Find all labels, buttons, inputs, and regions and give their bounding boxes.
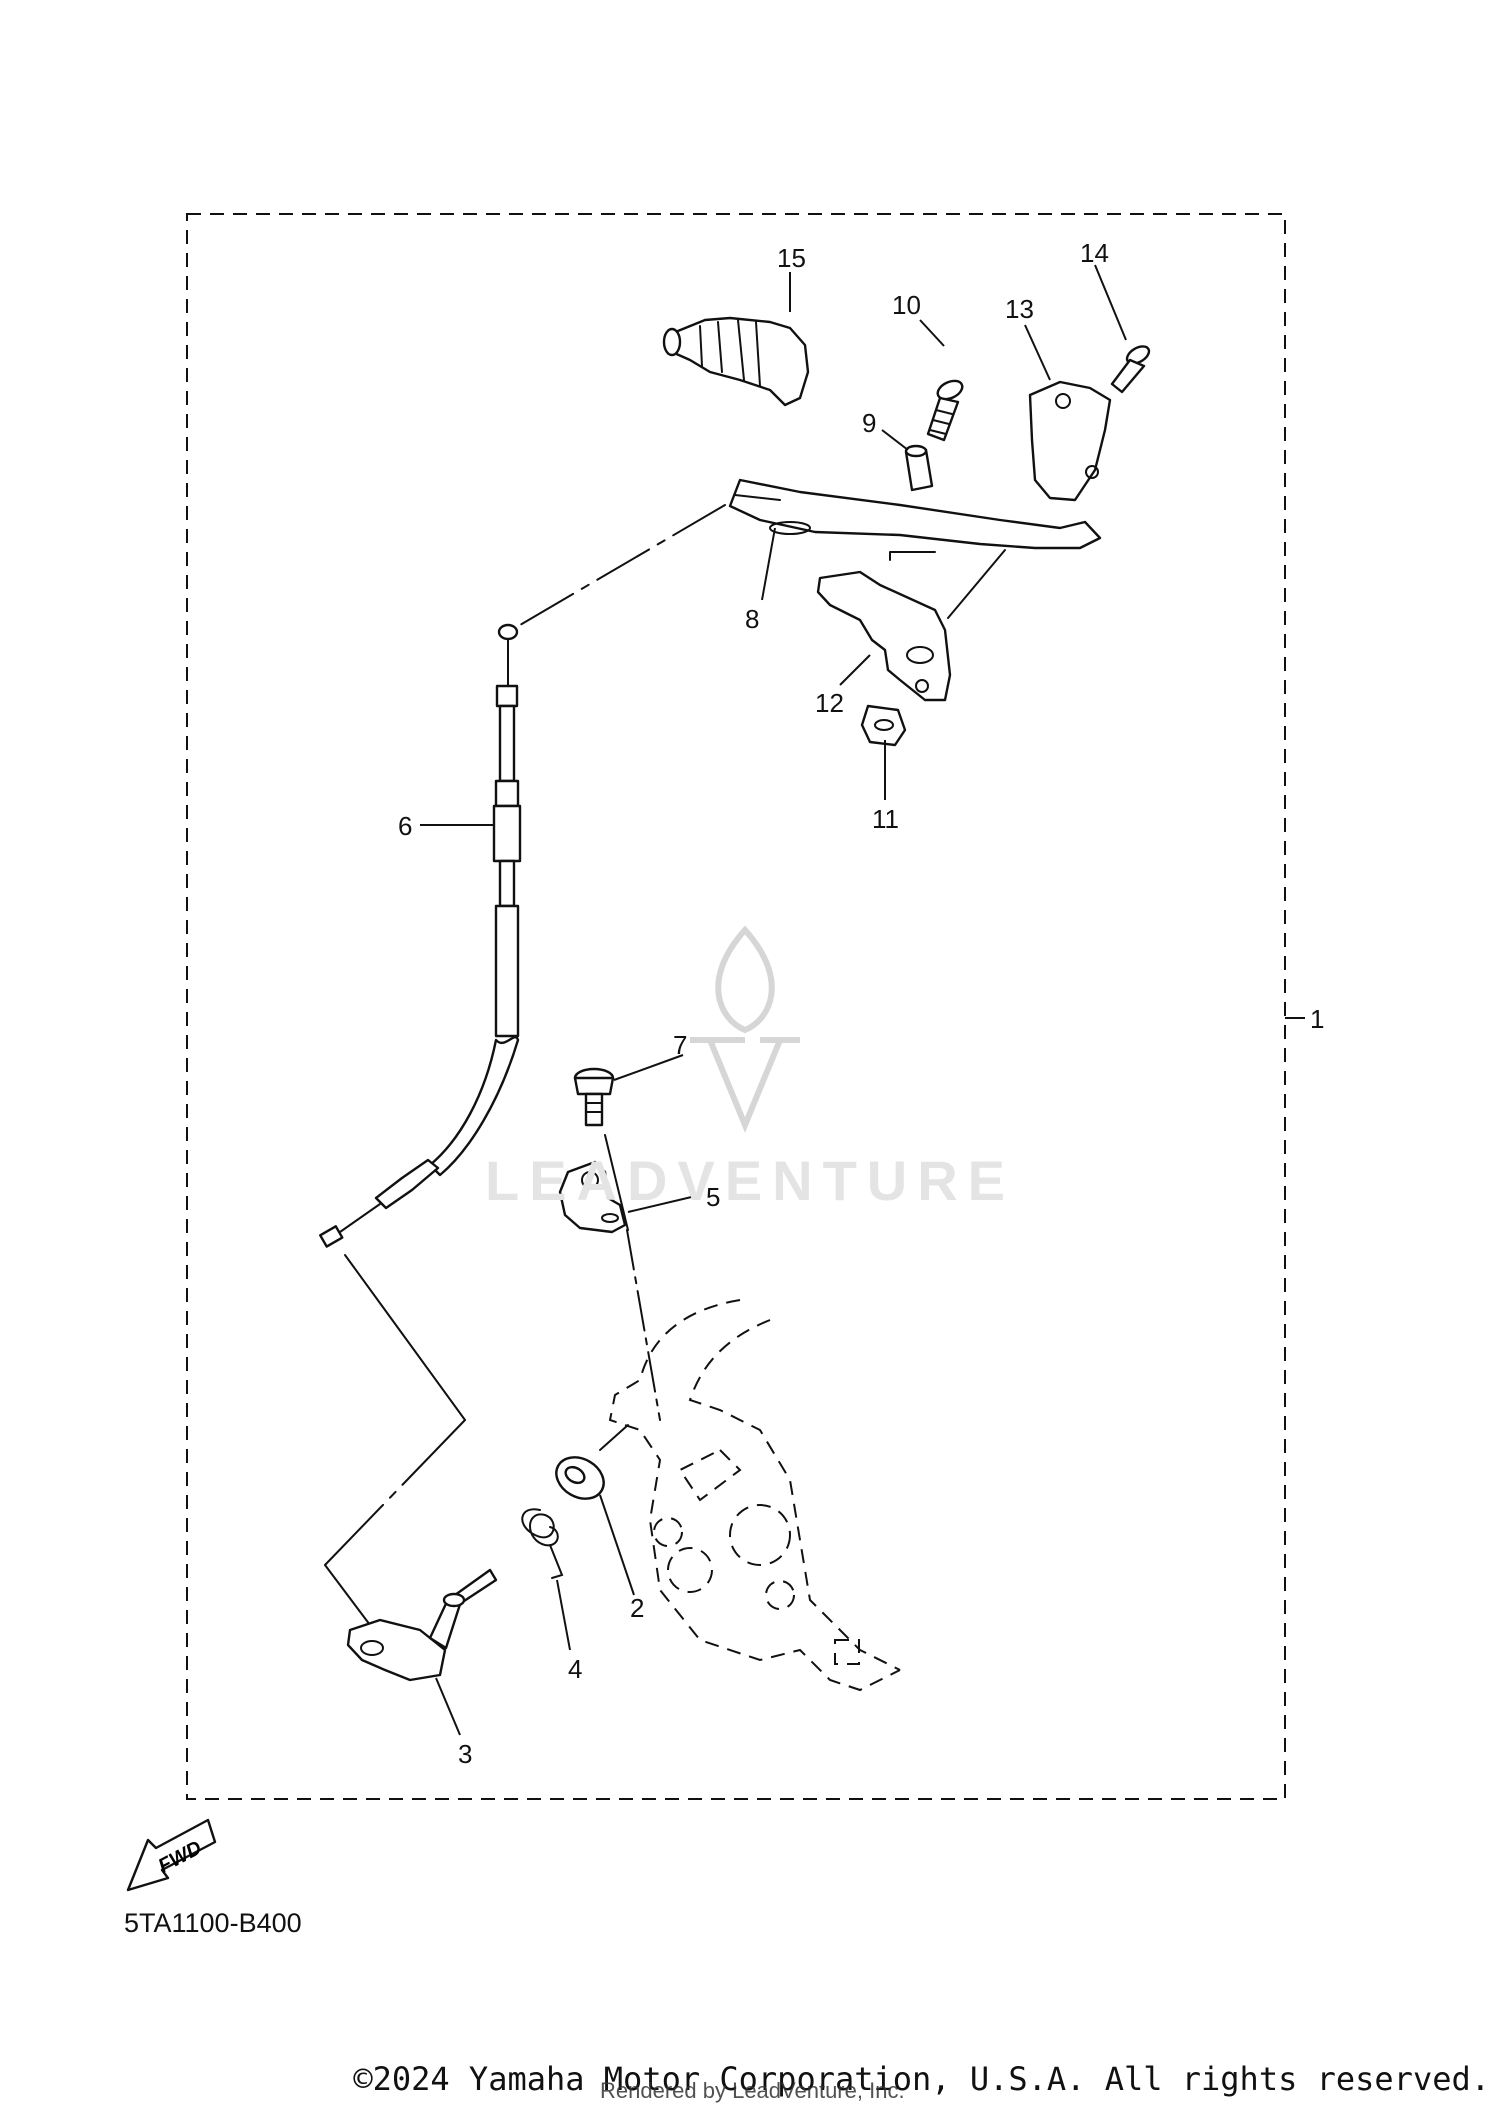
guide-bolt: [573, 1067, 615, 1127]
grip-part: [662, 316, 810, 407]
torsion-spring: [521, 1508, 564, 1579]
callout-15: 15: [777, 243, 806, 273]
callout-11: 11: [872, 804, 899, 834]
callout-10: 10: [892, 290, 921, 320]
callout-4: 4: [568, 1654, 582, 1684]
collar: [904, 444, 934, 492]
copyright-notice: ©2024 Yamaha Motor Corporation, U.S.A. A…: [353, 2060, 1490, 2098]
lever-bracket: [816, 570, 952, 702]
clutch-lever: [728, 478, 1102, 550]
callout-14: 14: [1080, 238, 1109, 268]
diagram-code: 5TA1100-B400: [124, 1908, 302, 1938]
callout-6: 6: [398, 811, 412, 841]
callout-9: 9: [862, 408, 876, 438]
assembly-boundary: [186, 213, 1286, 1800]
callout-leaders: [420, 264, 1127, 1736]
lever-holder: [1028, 380, 1112, 502]
clutch-cable: [319, 623, 522, 1248]
lever-bolt: [926, 379, 964, 442]
cable-routing-lines: [324, 504, 726, 1626]
callout-labels: 1 2 3 4 5 6 7 8 9 10 11 12 13 14 15: [398, 238, 1324, 1769]
holder-screw: [1110, 345, 1151, 394]
oil-seal: [555, 1456, 605, 1500]
callout-7: 7: [673, 1030, 687, 1060]
callout-13: 13: [1005, 294, 1034, 324]
lever-nut: [860, 704, 907, 747]
push-lever-shaft: [346, 1568, 498, 1682]
watermark-logo: [690, 925, 800, 1133]
callout-8: 8: [745, 604, 759, 634]
callout-2: 2: [630, 1593, 644, 1623]
watermark-text: LEADVENTURE: [484, 1149, 1016, 1212]
rendered-by-notice: Rendered by LeadVenture, Inc.: [600, 2078, 905, 2103]
callout-5: 5: [706, 1182, 720, 1212]
callout-1: 1: [1310, 1004, 1324, 1034]
fwd-arrow-icon: FWD: [126, 1818, 217, 1892]
cable-guide: [558, 1160, 627, 1234]
callout-12: 12: [815, 688, 844, 718]
engine-case-outline: [608, 1299, 901, 1692]
callout-3: 3: [458, 1739, 472, 1769]
